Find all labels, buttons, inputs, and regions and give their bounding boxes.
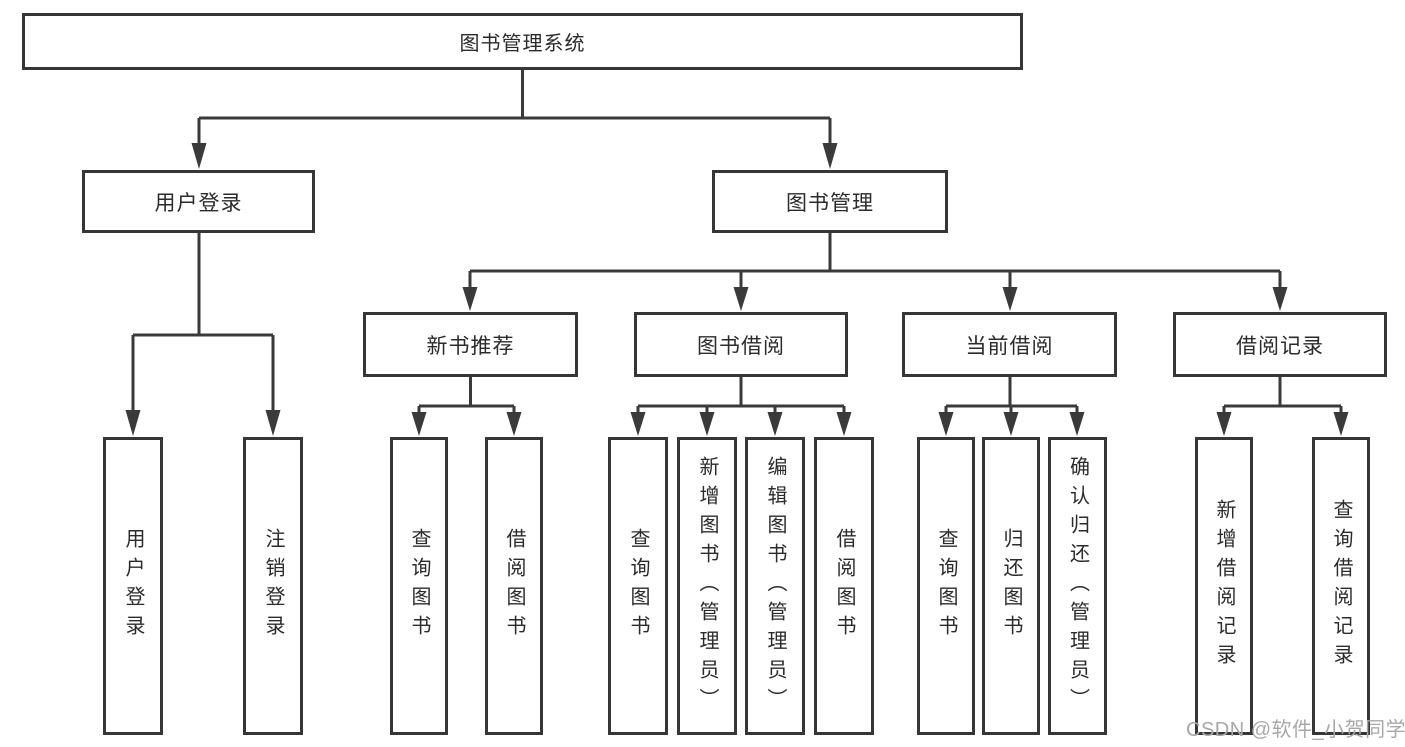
leaf-user-login-label: 用户登录 — [122, 528, 144, 644]
connector-borrow-records-to-leaves — [1216, 377, 1349, 436]
leaf-query-borrow-record-label: 查询借阅记录 — [1330, 499, 1352, 673]
leaf-borrow-book-label: 借阅图书 — [833, 528, 855, 644]
leaf-recommend-query-book-label: 查询图书 — [408, 528, 430, 644]
leaf-add-borrow-record-label: 新增借阅记录 — [1213, 499, 1235, 673]
connector-book-mgmt-to-level3 — [462, 233, 1288, 311]
connector-book-borrow-to-leaves — [630, 377, 852, 436]
leaf-return-book-label: 归还图书 — [1000, 528, 1022, 644]
leaf-current-query-book: 查询图书 — [917, 437, 975, 735]
leaf-borrow-book: 借阅图书 — [814, 437, 874, 735]
node-new-book-recommend: 新书推荐 — [363, 312, 578, 377]
leaf-add-book-admin-label: 新增图书（管理员） — [696, 455, 718, 717]
connector-new-book-to-leaves — [411, 377, 522, 436]
node-root: 图书管理系统 — [22, 13, 1023, 70]
node-book-borrow: 图书借阅 — [634, 312, 848, 377]
connector-current-borrow-to-leaves — [938, 377, 1085, 436]
leaf-logout: 注销登录 — [243, 437, 303, 735]
node-book-mgmt-label: 图书管理 — [786, 191, 874, 215]
leaf-edit-book-admin-label: 编辑图书（管理员） — [764, 455, 786, 717]
node-book-mgmt: 图书管理 — [712, 170, 948, 233]
leaf-user-login: 用户登录 — [103, 437, 163, 735]
leaf-add-borrow-record: 新增借阅记录 — [1195, 437, 1253, 735]
leaf-query-borrow-record: 查询借阅记录 — [1312, 437, 1370, 735]
leaf-recommend-borrow-book: 借阅图书 — [485, 437, 543, 735]
node-book-borrow-label: 图书借阅 — [697, 334, 785, 358]
node-borrow-records: 借阅记录 — [1173, 312, 1387, 377]
node-new-book-recommend-label: 新书推荐 — [426, 334, 515, 358]
leaf-current-query-book-label: 查询图书 — [935, 528, 957, 644]
node-user-login: 用户登录 — [82, 170, 315, 233]
node-root-label: 图书管理系统 — [459, 33, 586, 55]
leaf-edit-book-admin: 编辑图书（管理员） — [745, 437, 805, 735]
leaf-borrow-query-book: 查询图书 — [608, 437, 668, 735]
leaf-recommend-query-book: 查询图书 — [390, 437, 448, 735]
node-current-borrow-label: 当前借阅 — [965, 334, 1054, 358]
leaf-recommend-borrow-book-label: 借阅图书 — [503, 528, 525, 644]
watermark: CSDN @软件_小贺同学 — [1186, 719, 1405, 741]
node-current-borrow: 当前借阅 — [902, 312, 1117, 377]
leaf-borrow-query-book-label: 查询图书 — [627, 528, 649, 644]
connector-root-to-level2 — [191, 70, 838, 169]
leaf-add-book-admin: 新增图书（管理员） — [677, 437, 737, 735]
leaf-logout-label: 注销登录 — [262, 528, 284, 644]
node-borrow-records-label: 借阅记录 — [1236, 334, 1324, 358]
node-user-login-label: 用户登录 — [154, 191, 243, 215]
leaf-confirm-return-admin-label: 确认归还（管理员） — [1066, 455, 1089, 717]
connector-user-login-to-leaves — [125, 233, 281, 436]
leaf-return-book: 归还图书 — [982, 437, 1040, 735]
leaf-confirm-return-admin: 确认归还（管理员） — [1048, 437, 1107, 735]
